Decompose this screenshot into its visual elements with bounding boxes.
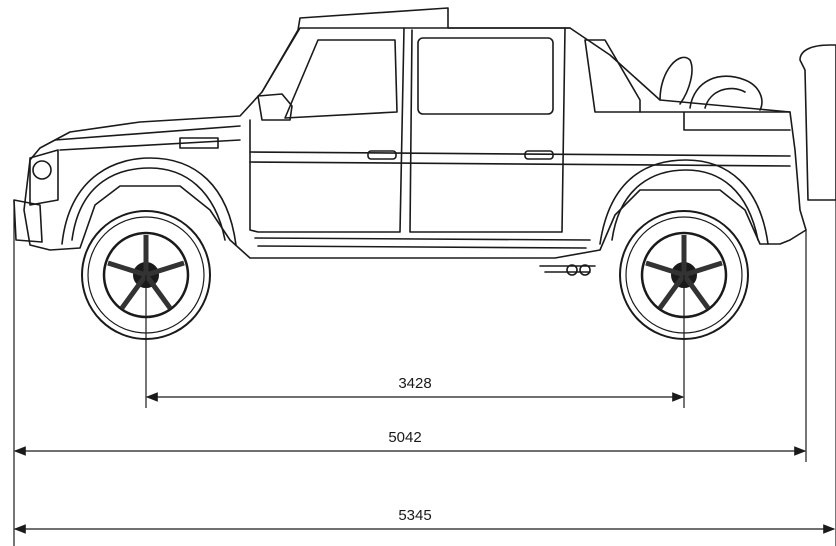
rear-window — [417, 37, 554, 115]
roll-bar — [689, 75, 763, 111]
rear-seat-headrest — [659, 56, 693, 105]
rear-door-handle — [524, 150, 554, 160]
hood-vent — [179, 137, 219, 149]
rear-fender-flare — [599, 159, 769, 245]
front-window — [284, 39, 398, 119]
waist-line-2 — [249, 161, 791, 167]
rocker-panel — [254, 237, 591, 249]
rear-wheel-arch — [611, 169, 759, 241]
vehicle-side-view — [13, 7, 836, 276]
roll-bar-2 — [704, 87, 746, 109]
rear-spokes — [645, 235, 723, 310]
rear-quarter-window — [584, 39, 641, 113]
front-spokes — [107, 235, 185, 310]
front-fender-flare — [61, 157, 237, 246]
rear-door — [409, 27, 566, 233]
front-door — [249, 27, 405, 233]
extension-lines — [13, 200, 836, 546]
overall-length-label: 5345 — [398, 507, 431, 524]
front-grille — [29, 149, 59, 206]
side-mirror — [257, 93, 293, 121]
body-length-label: 5042 — [388, 429, 421, 446]
headlight — [32, 160, 52, 180]
front-bumper — [13, 199, 43, 243]
exhaust-tip-2 — [579, 264, 591, 276]
cargo-bed — [639, 111, 791, 131]
body-outline — [23, 7, 807, 259]
front-wheel-arch — [71, 167, 226, 241]
dimension-lines — [13, 392, 836, 534]
waist-line — [249, 151, 791, 157]
wheelbase-label: 3428 — [398, 375, 431, 392]
roof-line — [261, 27, 571, 93]
hood — [54, 125, 241, 151]
front-door-handle — [367, 150, 397, 160]
spare-carrier — [799, 44, 836, 201]
exhaust-tip-1 — [566, 264, 578, 276]
